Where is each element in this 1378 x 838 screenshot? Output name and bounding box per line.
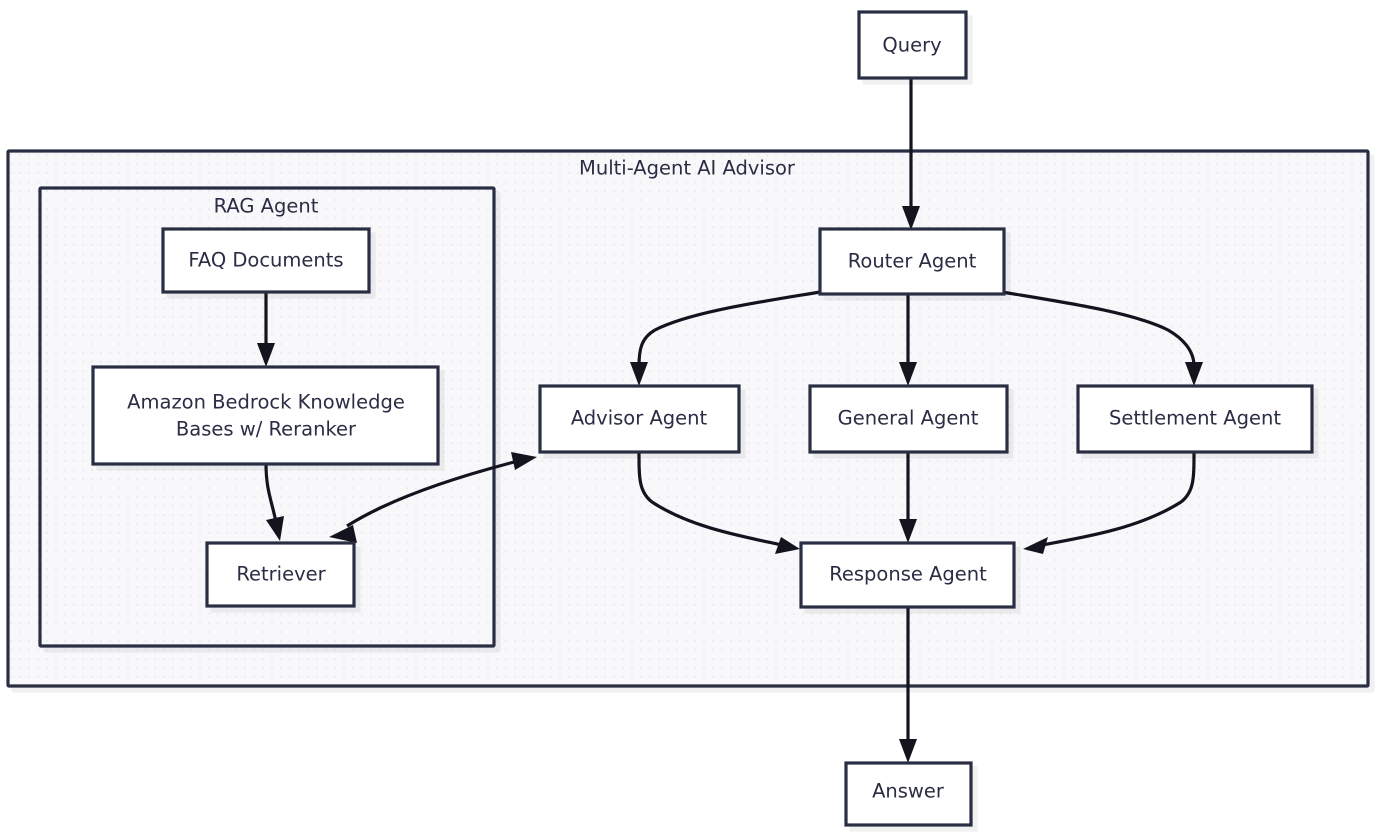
node-label-knowledge-bases-line2: Bases w/ Reranker xyxy=(176,418,357,441)
arrowhead-retriever-right xyxy=(329,525,357,543)
edge-router-to-settlement xyxy=(1001,290,1203,386)
node-knowledge-bases[interactable]: Amazon Bedrock Knowledge Bases w/ Rerank… xyxy=(91,365,440,466)
edge-router-to-advisor xyxy=(630,290,821,386)
node-label-advisor-agent: Advisor Agent xyxy=(571,407,708,430)
node-general-agent[interactable]: General Agent xyxy=(808,384,1009,454)
node-response-agent[interactable]: Response Agent xyxy=(799,541,1016,609)
edge-faq-to-knowledge-bases xyxy=(257,292,275,367)
node-query[interactable]: Query xyxy=(857,10,968,80)
edge-router-to-general xyxy=(899,294,917,386)
node-label-faq-documents: FAQ Documents xyxy=(188,249,343,272)
arrowhead-advisor-left xyxy=(511,452,537,470)
node-label-general-agent: General Agent xyxy=(838,407,979,430)
node-faq-documents[interactable]: FAQ Documents xyxy=(161,227,371,294)
edge-response-to-answer xyxy=(899,607,917,763)
node-settlement-agent[interactable]: Settlement Agent xyxy=(1076,384,1314,454)
node-label-knowledge-bases-line1: Amazon Bedrock Knowledge xyxy=(127,391,405,414)
edge-settlement-to-response xyxy=(1023,451,1196,554)
arrowhead-router-top xyxy=(902,206,920,230)
node-label-retriever: Retriever xyxy=(236,563,326,586)
arrowhead-knowledge-bases-top xyxy=(257,343,275,367)
arrowhead-response-right xyxy=(1023,537,1048,554)
arrowhead-retriever-top xyxy=(266,516,284,541)
node-retriever[interactable]: Retriever xyxy=(205,541,356,608)
arrowhead-general-top xyxy=(899,362,917,386)
arrowhead-answer-top xyxy=(899,739,917,763)
edge-query-to-router xyxy=(902,78,920,230)
edge-general-to-response xyxy=(899,452,917,543)
node-label-answer: Answer xyxy=(872,780,945,803)
node-label-response-agent: Response Agent xyxy=(829,563,987,586)
arrowhead-response-top xyxy=(899,519,917,543)
edge-advisor-to-response xyxy=(637,451,800,554)
node-label-settlement-agent: Settlement Agent xyxy=(1109,407,1281,430)
node-advisor-agent[interactable]: Advisor Agent xyxy=(538,384,741,454)
arrowhead-advisor-top xyxy=(630,362,648,386)
cluster-label-multi-agent: Multi-Agent AI Advisor xyxy=(579,157,796,180)
edge-knowledge-bases-to-retriever xyxy=(264,463,284,541)
node-router-agent[interactable]: Router Agent xyxy=(818,227,1006,296)
node-label-router-agent: Router Agent xyxy=(848,250,977,273)
arrowhead-response-left xyxy=(775,537,800,554)
cluster-label-rag-agent: RAG Agent xyxy=(214,195,319,218)
node-label-query: Query xyxy=(882,34,941,57)
arrowhead-settlement-top xyxy=(1185,362,1203,386)
edge-retriever-advisor-bidirectional xyxy=(329,452,537,543)
node-answer[interactable]: Answer xyxy=(844,761,973,827)
